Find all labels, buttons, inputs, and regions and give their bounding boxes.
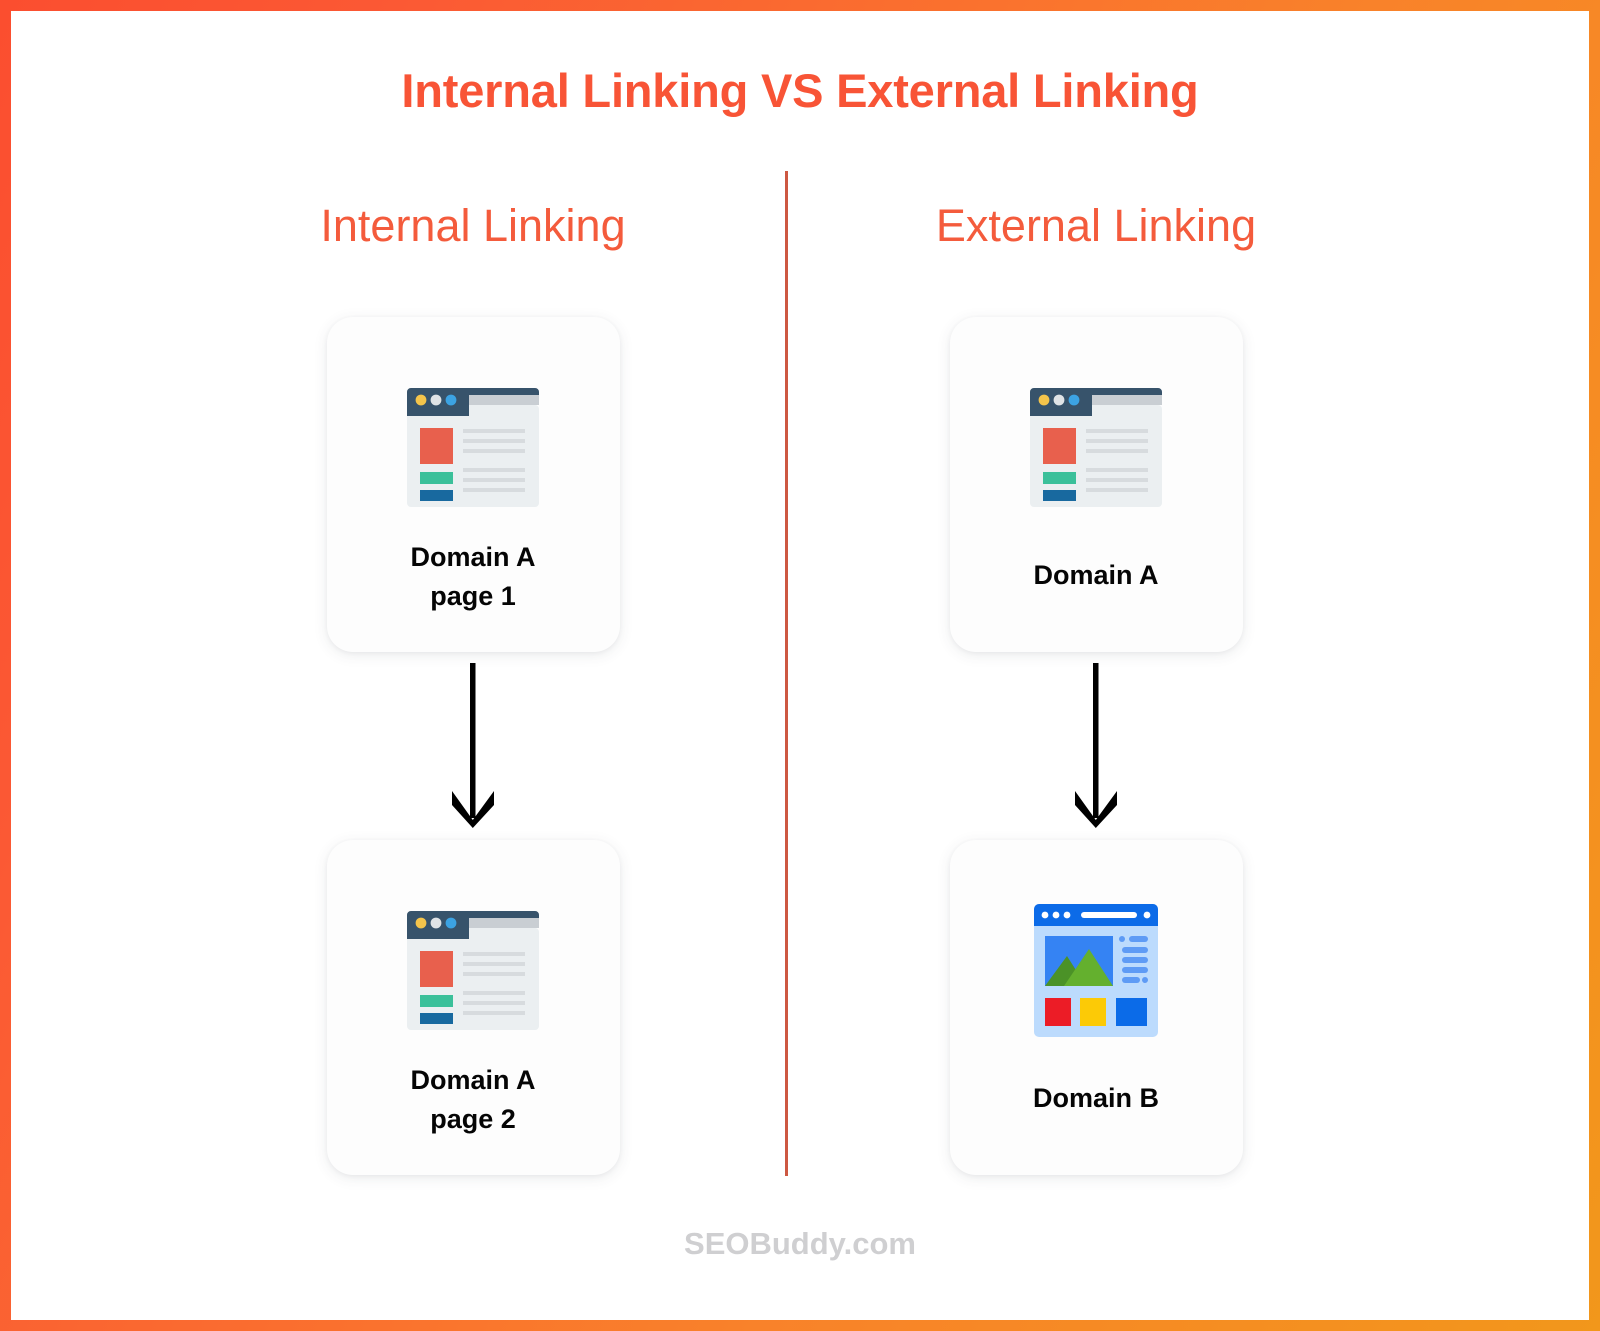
card-domain-a-page-1[interactable]: Domain A page 1 bbox=[326, 316, 620, 652]
card-stack-external: Domain A bbox=[816, 316, 1376, 1175]
column-external-linking: External Linking bbox=[816, 201, 1376, 1175]
card-label: Domain A page 1 bbox=[410, 538, 535, 616]
card-label-line-2: page 2 bbox=[430, 1103, 516, 1134]
column-heading-internal: Internal Linking bbox=[320, 200, 626, 251]
card-label-line-1: Domain A bbox=[410, 541, 536, 572]
card-domain-a[interactable]: Domain A bbox=[949, 316, 1243, 652]
column-heading-external: External Linking bbox=[935, 200, 1257, 251]
column-divider bbox=[785, 171, 788, 1176]
card-label-line-2: page 1 bbox=[430, 580, 516, 611]
card-label: Domain A page 2 bbox=[410, 1061, 535, 1139]
down-arrow-icon bbox=[193, 652, 753, 840]
browser-website-blue-icon bbox=[1034, 903, 1158, 1037]
card-label: Domain A bbox=[1033, 556, 1158, 595]
browser-window-icon bbox=[407, 908, 539, 1033]
card-label-line-1: Domain A bbox=[1033, 559, 1159, 590]
footer-branding: SEOBuddy.com bbox=[684, 1226, 916, 1261]
card-label: Domain B bbox=[1033, 1079, 1159, 1118]
down-arrow-icon bbox=[816, 652, 1376, 840]
column-internal-linking: Internal Linking bbox=[193, 201, 753, 1175]
card-domain-b[interactable]: Domain B bbox=[949, 839, 1243, 1175]
infographic-canvas: Internal Linking VS External Linking Int… bbox=[11, 11, 1589, 1320]
page-title: Internal Linking VS External Linking bbox=[401, 64, 1199, 117]
browser-window-icon bbox=[407, 385, 539, 510]
card-stack-internal: Domain A page 1 bbox=[193, 316, 753, 1175]
browser-window-icon bbox=[1030, 385, 1162, 510]
card-label-line-1: Domain A bbox=[410, 1064, 536, 1095]
card-domain-a-page-2[interactable]: Domain A page 2 bbox=[326, 839, 620, 1175]
card-label-line-1: Domain B bbox=[1032, 1082, 1159, 1113]
